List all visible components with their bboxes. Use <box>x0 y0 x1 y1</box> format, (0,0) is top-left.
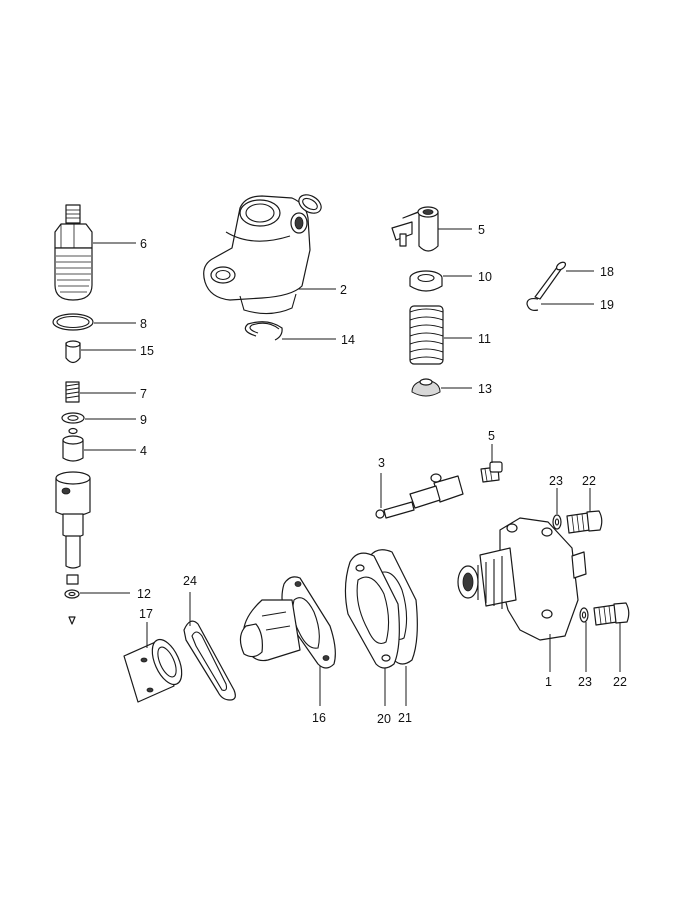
part-24-gasket <box>183 592 236 701</box>
callout-5-screw: 5 <box>488 429 495 443</box>
callout-22-lower: 22 <box>613 675 627 689</box>
part-22-screw-lower <box>593 602 630 672</box>
callout-1: 1 <box>545 675 552 689</box>
callout-23-lower: 23 <box>578 675 592 689</box>
part-5-screw <box>480 444 503 483</box>
callout-10: 10 <box>478 270 492 284</box>
part-12-tip-washer <box>64 574 130 625</box>
part-23-washer-upper <box>552 488 562 530</box>
callout-14: 14 <box>341 333 355 347</box>
part-nozzle-body <box>55 471 91 569</box>
part-16-flange <box>239 576 336 706</box>
callout-7: 7 <box>140 387 147 401</box>
callout-15: 15 <box>140 344 154 358</box>
part-9-washer <box>61 412 136 424</box>
callout-11: 11 <box>478 332 491 346</box>
part-14-circlip <box>244 321 336 341</box>
callout-19: 19 <box>600 298 614 312</box>
callout-5-tappet: 5 <box>478 223 485 237</box>
callout-9: 9 <box>140 413 147 427</box>
part-20-gasket <box>344 552 400 706</box>
callout-12: 12 <box>137 587 151 601</box>
callout-21: 21 <box>398 711 412 725</box>
part-13-lower-seat <box>411 378 472 397</box>
callout-22-upper: 22 <box>582 474 596 488</box>
callout-13: 13 <box>478 382 492 396</box>
callout-8: 8 <box>140 317 147 331</box>
part-23-washer-lower <box>579 607 589 672</box>
callout-6: 6 <box>140 237 147 251</box>
part-3-plunger <box>375 473 464 519</box>
part-5-tappet <box>391 206 472 252</box>
callout-23-upper: 23 <box>549 474 563 488</box>
part-10-spring-seat <box>409 270 472 292</box>
callout-17: 17 <box>139 607 153 621</box>
callout-16: 16 <box>312 711 326 725</box>
part-22-screw-upper <box>566 488 603 534</box>
part-8-o-ring <box>52 313 136 331</box>
part-15-pin <box>65 340 136 364</box>
part-18-pin <box>534 261 594 300</box>
part-19-clip <box>526 297 594 311</box>
callout-24: 24 <box>183 574 197 588</box>
part-2-pump-housing <box>203 194 336 315</box>
callout-3: 3 <box>378 456 385 470</box>
part-4-spacer <box>62 427 136 462</box>
part-1-pump-element <box>457 517 587 672</box>
part-6-nozzle-holder <box>54 204 136 301</box>
callout-2: 2 <box>340 283 347 297</box>
callout-4: 4 <box>140 444 147 458</box>
part-11-plunger-spring <box>409 305 472 365</box>
callout-18: 18 <box>600 265 614 279</box>
callout-20: 20 <box>377 712 391 726</box>
part-7-spring <box>65 381 136 403</box>
part-17-sleeve <box>123 622 183 703</box>
